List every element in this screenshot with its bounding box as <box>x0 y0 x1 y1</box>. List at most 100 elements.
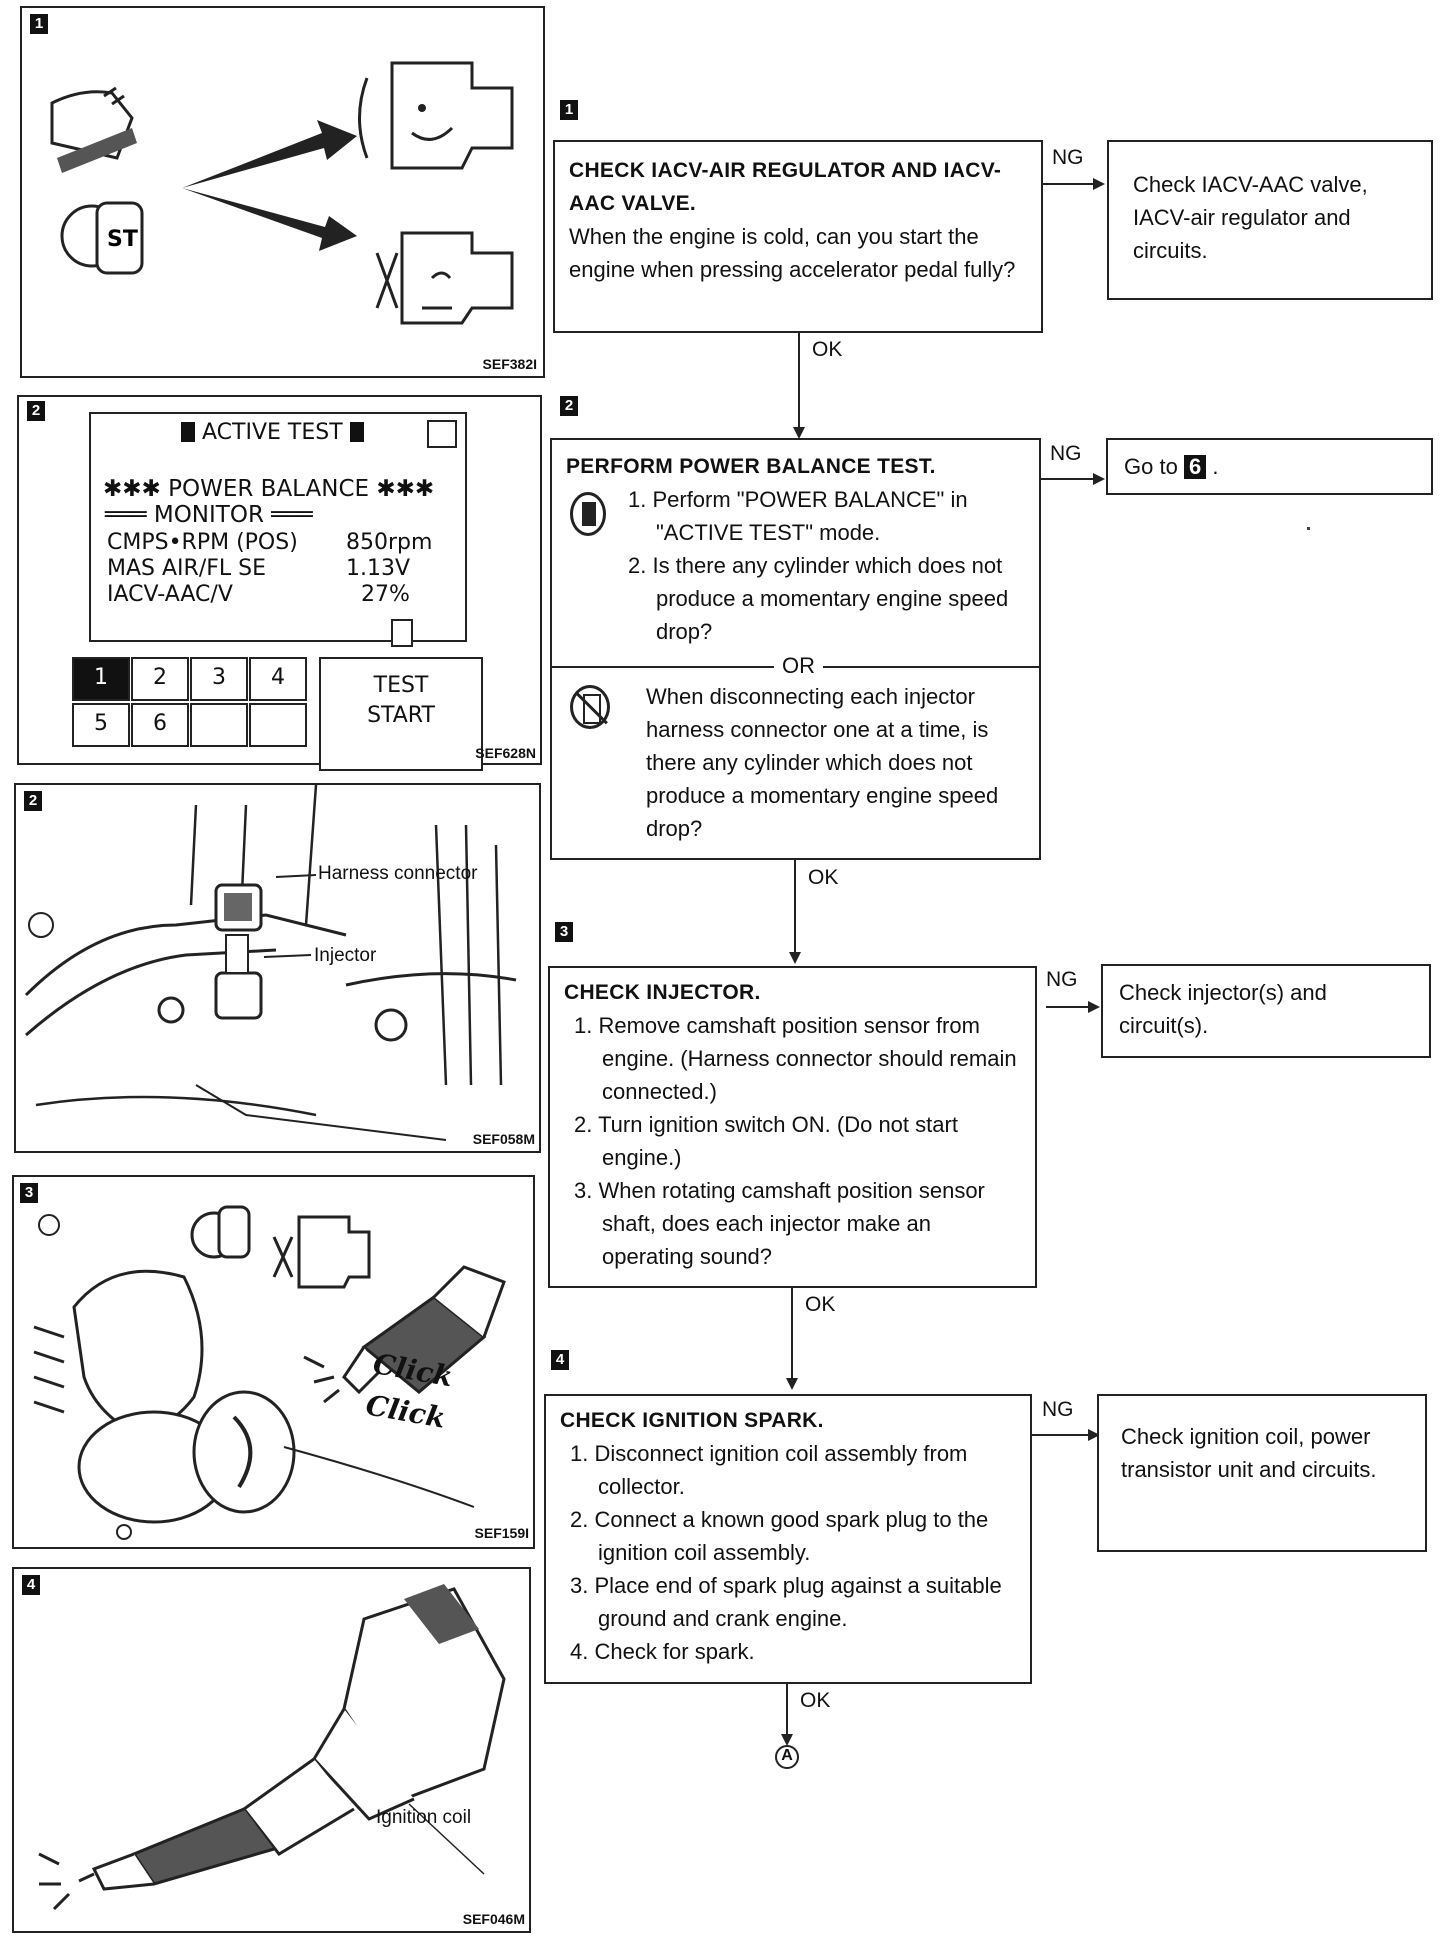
step-body: When the engine is cold, can you start t… <box>569 224 1016 282</box>
screen-row-label: IACV-AAC/V <box>107 582 233 607</box>
step2-top: PERFORM POWER BALANCE TEST. 1. Perform "… <box>552 440 1039 666</box>
step-badge: 1 <box>560 100 578 120</box>
figure-code: SEF046M <box>462 1911 525 1927</box>
screen-row-value: 850rpm <box>346 530 433 555</box>
step2-ng-box: Go to 6 . <box>1106 438 1433 495</box>
key-blank[interactable] <box>190 703 248 747</box>
svg-text:ST: ST <box>107 227 138 252</box>
figure-code: SEF159I <box>474 1525 529 1541</box>
connector-a-marker[interactable]: A <box>775 1745 799 1769</box>
step-item: 1. Remove camshaft position sensor from … <box>574 1013 1017 1104</box>
step-item: 3. Place end of spark plug against a sui… <box>570 1573 1002 1631</box>
ok-arrowhead <box>793 427 805 439</box>
step1-ng-box: Check IACV-AAC valve, IACV-air regulator… <box>1107 140 1433 300</box>
step-title: CHECK IACV-AIR REGULATOR AND IACV-AAC VA… <box>569 159 1002 215</box>
figure-active-test-screen: 2 ACTIVE TEST ✱✱✱ POWER BALANCE ✱✱✱ ═══ … <box>17 395 542 771</box>
step-title: CHECK IGNITION SPARK. <box>560 1409 824 1432</box>
figure-badge: 3 <box>20 1183 38 1203</box>
screen-line2: ═══ MONITOR ═══ <box>105 502 313 528</box>
screen-row-label: MAS AIR/FL SE <box>107 556 266 581</box>
key-2[interactable]: 2 <box>131 657 189 701</box>
key-1[interactable]: 1 <box>72 657 130 701</box>
figure-badge: 2 <box>24 791 42 811</box>
ok-label: OK <box>808 866 839 889</box>
figure-ignition-coil: 4 Ignition coil SEF046M <box>12 1567 531 1933</box>
goto-period: . <box>1212 454 1219 479</box>
figure-badge: 4 <box>22 1575 40 1595</box>
figure-camshaft-rotation: 3 Click Click SEF159I <box>12 1175 535 1549</box>
connector-label: A <box>781 1747 793 1764</box>
step2-box: PERFORM POWER BALANCE TEST. 1. Perform "… <box>550 438 1041 860</box>
screen-corner-box <box>427 420 457 448</box>
step3-ng-box: Check injector(s) and circuit(s). <box>1101 964 1431 1058</box>
camshaft-illustration <box>33 1205 506 1540</box>
ng-arrow <box>1046 1006 1088 1008</box>
ng-arrow <box>1043 183 1093 185</box>
ng-box-text: Check injector(s) and circuit(s). <box>1119 980 1327 1038</box>
figure-code: SEF382I <box>482 356 537 372</box>
test-start-button[interactable]: TEST START <box>319 657 483 771</box>
key-5[interactable]: 5 <box>72 703 130 747</box>
step-item: 2. Is there any cylinder which does not … <box>628 553 1009 644</box>
ok-arrow <box>791 1288 793 1380</box>
step-badge: 3 <box>555 922 573 942</box>
ok-label: OK <box>812 338 843 361</box>
step-item: 4. Check for spark. <box>570 1639 755 1664</box>
step-badge: 2 <box>560 396 578 416</box>
consult-tool-icon <box>570 492 606 536</box>
goto-step-number[interactable]: 6 <box>1183 455 1207 479</box>
ok-arrowhead <box>786 1378 798 1390</box>
step-title: CHECK INJECTOR. <box>564 981 761 1004</box>
step-badge: 4 <box>551 1350 569 1370</box>
ng-box-text: Check ignition coil, power transistor un… <box>1121 1424 1377 1482</box>
ng-arrowhead <box>1088 1001 1100 1013</box>
or-label: OR <box>774 651 823 681</box>
ok-arrowhead <box>789 952 801 964</box>
ng-label: NG <box>1042 1398 1074 1421</box>
ng-label: NG <box>1046 968 1078 991</box>
step-item: 1. Perform "POWER BALANCE" in "ACTIVE TE… <box>628 487 968 545</box>
key-3[interactable]: 3 <box>190 657 248 701</box>
step2-alt-text: When disconnecting each injector harness… <box>646 684 999 841</box>
step-item: 3. When rotating camshaft position senso… <box>574 1178 985 1269</box>
figure-badge: 2 <box>27 401 45 421</box>
screen-line1: ✱✱✱ POWER BALANCE ✱✱✱ <box>103 476 435 502</box>
screen-row-label: CMPS•RPM (POS) <box>107 530 298 555</box>
key-4[interactable]: 4 <box>249 657 307 701</box>
screen-row-value: 27% <box>361 582 410 607</box>
consult-screen: ACTIVE TEST ✱✱✱ POWER BALANCE ✱✱✱ ═══ MO… <box>89 412 467 647</box>
step4-box: CHECK IGNITION SPARK. 1. Disconnect igni… <box>544 1394 1032 1684</box>
ng-arrow <box>1041 478 1093 480</box>
ng-arrow <box>1032 1434 1088 1436</box>
ng-arrowhead <box>1093 473 1105 485</box>
step1-box: CHECK IACV-AIR REGULATOR AND IACV-AAC VA… <box>553 140 1043 333</box>
stray-dot <box>1307 527 1310 530</box>
step-item: 1. Disconnect ignition coil assembly fro… <box>570 1441 968 1499</box>
figure-injector-connector: 2 Harness connector Injector SEF058M <box>14 783 541 1153</box>
ok-arrowhead <box>781 1734 793 1746</box>
ok-label: OK <box>800 1689 831 1712</box>
ng-label: NG <box>1050 442 1082 465</box>
injector-label: Injector <box>314 945 377 966</box>
figure-ignition-start: 1 ST SEF382I <box>20 6 545 378</box>
key-6[interactable]: 6 <box>131 703 189 747</box>
ng-arrowhead <box>1093 178 1105 190</box>
engine-bay-illustration <box>24 785 517 1141</box>
figure-code: SEF058M <box>472 1131 535 1147</box>
figure-code: SEF628N <box>475 745 536 761</box>
goto-text: Go to <box>1124 454 1178 479</box>
touch-pointer-icon <box>391 619 413 647</box>
step4-ng-box: Check ignition coil, power transistor un… <box>1097 1394 1427 1552</box>
start-illustration: ST <box>50 61 514 325</box>
ng-label: NG <box>1052 146 1084 169</box>
ng-box-text: Check IACV-AAC valve, IACV-air regulator… <box>1133 172 1368 263</box>
ok-label: OK <box>805 1293 836 1316</box>
screen-title: ACTIVE TEST <box>181 420 364 445</box>
step-item: 2. Connect a known good spark plug to th… <box>570 1507 989 1565</box>
step-title: PERFORM POWER BALANCE TEST. <box>566 455 936 478</box>
screen-row-value: 1.13V <box>346 556 411 581</box>
harness-connector-label: Harness connector <box>318 863 478 884</box>
ok-arrow <box>786 1684 788 1742</box>
key-blank[interactable] <box>249 703 307 747</box>
figure-badge: 1 <box>30 14 48 34</box>
